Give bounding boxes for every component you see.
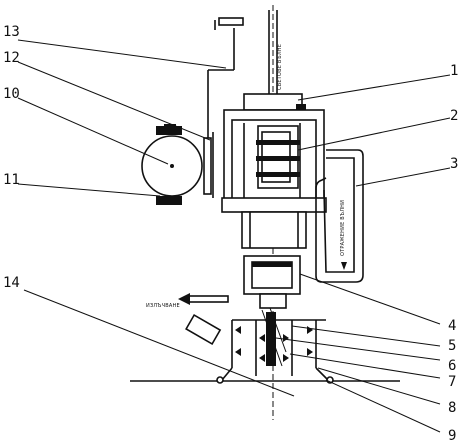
- top-mount-plate: [218, 17, 244, 26]
- callout-7: 7: [448, 374, 456, 390]
- callout-8: 8: [448, 400, 456, 416]
- drum-bracket-top: [156, 126, 182, 135]
- callout-12: 12: [3, 50, 20, 66]
- return-conduit: [315, 149, 364, 283]
- flow-label-left: ИЗЛЪЧВАНЕ: [146, 303, 180, 309]
- callout-3: 3: [450, 156, 458, 172]
- flow-label-top: СВЕТОВЕ ВЪЛНЕ: [277, 44, 283, 90]
- callout-5: 5: [448, 338, 456, 354]
- callout-14: 14: [3, 275, 20, 291]
- spring-markers: [235, 326, 313, 362]
- callout-6: 6: [448, 358, 456, 374]
- detector: [185, 313, 222, 346]
- emission-arrow-left: [187, 295, 229, 303]
- callout-13: 13: [3, 24, 20, 40]
- drum-bracket-bottom: [156, 196, 182, 205]
- cap: [243, 93, 303, 111]
- lower-body: [241, 211, 307, 249]
- callout-4: 4: [448, 318, 456, 334]
- callout-2: 2: [450, 108, 458, 124]
- callout-11: 11: [3, 172, 20, 188]
- leader-lines: [17, 39, 451, 433]
- flow-label-side: ОТРАЖЕНИЕ ВЪЛНИ: [340, 200, 346, 256]
- callout-1: 1: [450, 63, 458, 79]
- callout-9: 9: [448, 428, 456, 444]
- callout-10: 10: [3, 86, 20, 102]
- sample: [266, 312, 276, 366]
